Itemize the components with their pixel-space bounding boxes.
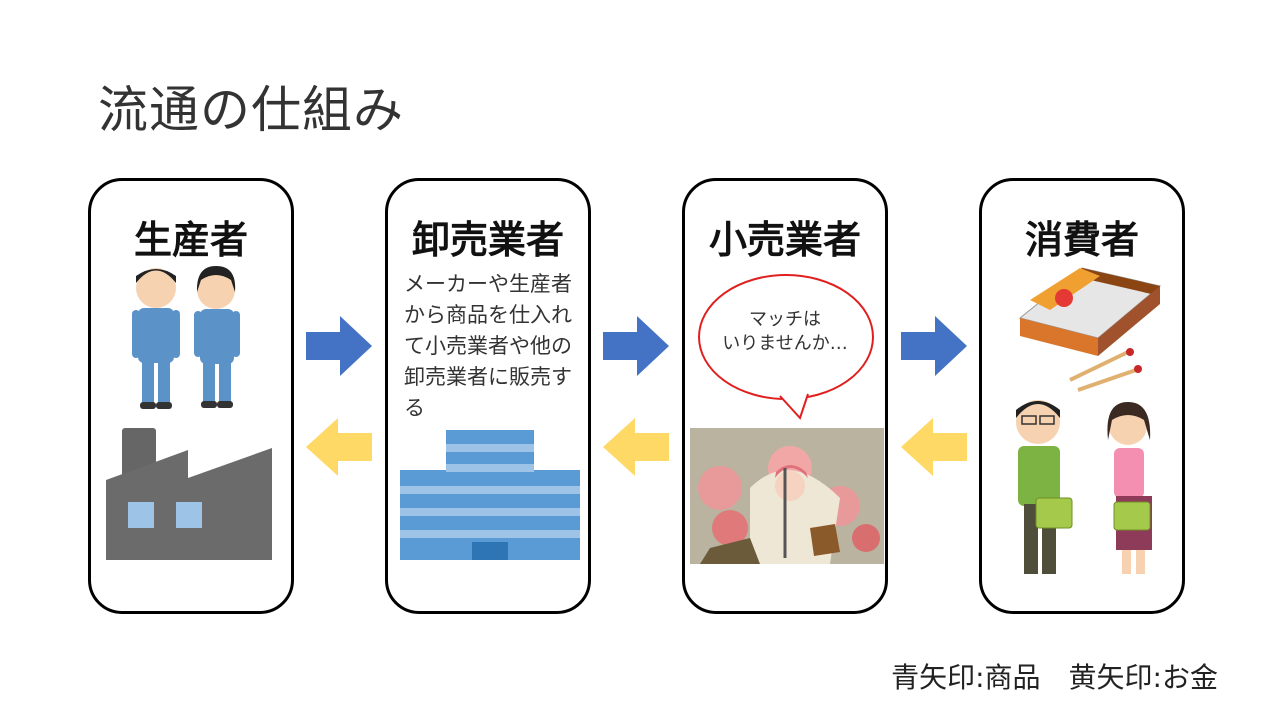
character-illustration <box>690 428 884 564</box>
money-arrow-left-3 <box>901 418 967 476</box>
card-title-wholesaler: 卸売業者 <box>411 218 564 262</box>
money-arrow-left-2 <box>603 418 669 476</box>
speech-bubble-text: マッチは いりませんか… <box>700 308 870 356</box>
goods-arrow-right-2 <box>603 316 669 376</box>
card-title-consumer: 消費者 <box>1024 218 1139 262</box>
card-title-retailer: 小売業者 <box>708 218 861 262</box>
goods-arrow-right-3 <box>901 316 967 376</box>
card-consumer: 消費者 <box>979 178 1185 614</box>
card-title-producer: 生産者 <box>133 218 248 262</box>
wholesaler-description: メーカーや生産者から商品を仕入れて小売業者や他の卸売業者に販売する <box>404 272 572 420</box>
goods-arrow-right-1 <box>306 316 372 376</box>
arrow-legend: 青矢印:商品 黄矢印:お金 <box>891 661 1218 694</box>
page-title: 流通の仕組み <box>98 81 404 139</box>
card-wholesaler: 卸売業者 メーカーや生産者から商品を仕入れて小売業者や他の卸売業者に販売する <box>385 178 591 614</box>
card-producer: 生産者 <box>88 178 294 614</box>
speech-text: マッチは いりませんか… <box>722 309 848 354</box>
money-arrow-left-1 <box>306 418 372 476</box>
